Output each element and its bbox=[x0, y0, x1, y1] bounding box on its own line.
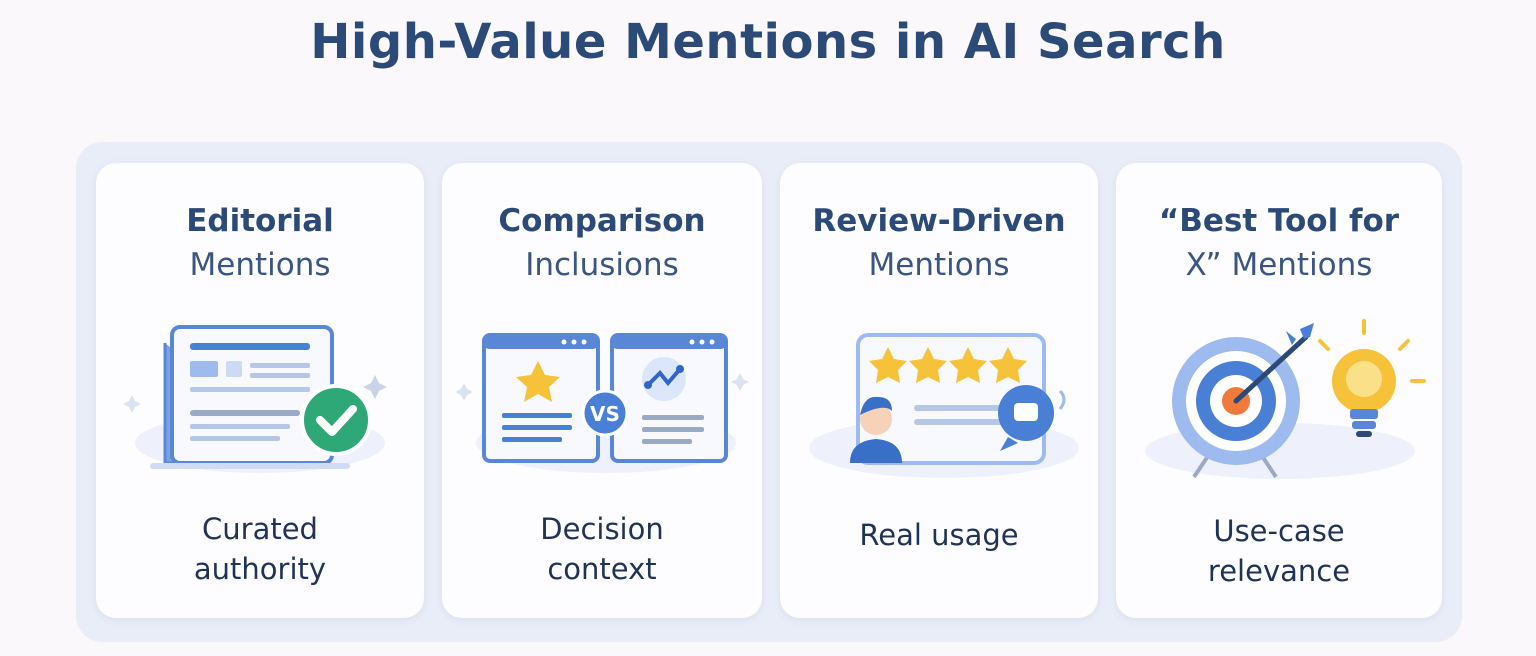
card-caption-line2: authority bbox=[193, 552, 327, 586]
card-caption: Decision context bbox=[442, 509, 762, 589]
card-heading-line2: Inclusions bbox=[525, 247, 679, 283]
card-comparison-inclusions: Comparison Inclusions VS Decision contex… bbox=[442, 163, 762, 618]
card-caption: Use-case relevance bbox=[1116, 511, 1442, 591]
card-caption: Curated authority bbox=[96, 509, 424, 589]
card-heading: Editorial Mentions bbox=[96, 199, 424, 287]
card-heading-line1: Comparison bbox=[498, 203, 706, 239]
card-review-driven-mentions: Review-Driven Mentions Real usage bbox=[780, 163, 1098, 618]
newspaper-check-icon bbox=[123, 325, 387, 473]
card-heading-line2: Mentions bbox=[868, 247, 1010, 283]
card-heading-line1: “Best Tool for bbox=[1158, 203, 1400, 239]
card-heading-line1: Editorial bbox=[186, 203, 334, 239]
star-review-icon bbox=[809, 333, 1079, 478]
comparison-vs-icon: VS bbox=[456, 333, 749, 473]
card-editorial-mentions: Editorial Mentions Curated authority bbox=[96, 163, 424, 618]
vs-badge: VS bbox=[590, 402, 620, 426]
target-lightbulb-icon bbox=[1145, 319, 1426, 479]
card-caption-line1: Use-case bbox=[1213, 514, 1345, 548]
card-heading: Review-Driven Mentions bbox=[780, 199, 1098, 287]
card-heading-line2: Mentions bbox=[189, 247, 331, 283]
card-heading: “Best Tool for X” Mentions bbox=[1116, 199, 1442, 287]
card-heading: Comparison Inclusions bbox=[442, 199, 762, 287]
card-caption-line1: Decision bbox=[540, 512, 664, 546]
card-caption-line1: Real usage bbox=[859, 518, 1019, 552]
page-title: High-Value Mentions in AI Search bbox=[310, 14, 1226, 70]
card-heading-line1: Review-Driven bbox=[812, 203, 1066, 239]
card-heading-line2: X” Mentions bbox=[1185, 247, 1373, 283]
card-caption-line2: relevance bbox=[1207, 554, 1351, 588]
card-caption-line1: Curated bbox=[202, 512, 318, 546]
card-caption: Real usage bbox=[780, 515, 1098, 555]
card-best-tool-mentions: “Best Tool for X” Mentions Use-case rele… bbox=[1116, 163, 1442, 618]
card-caption-line2: context bbox=[547, 552, 657, 586]
